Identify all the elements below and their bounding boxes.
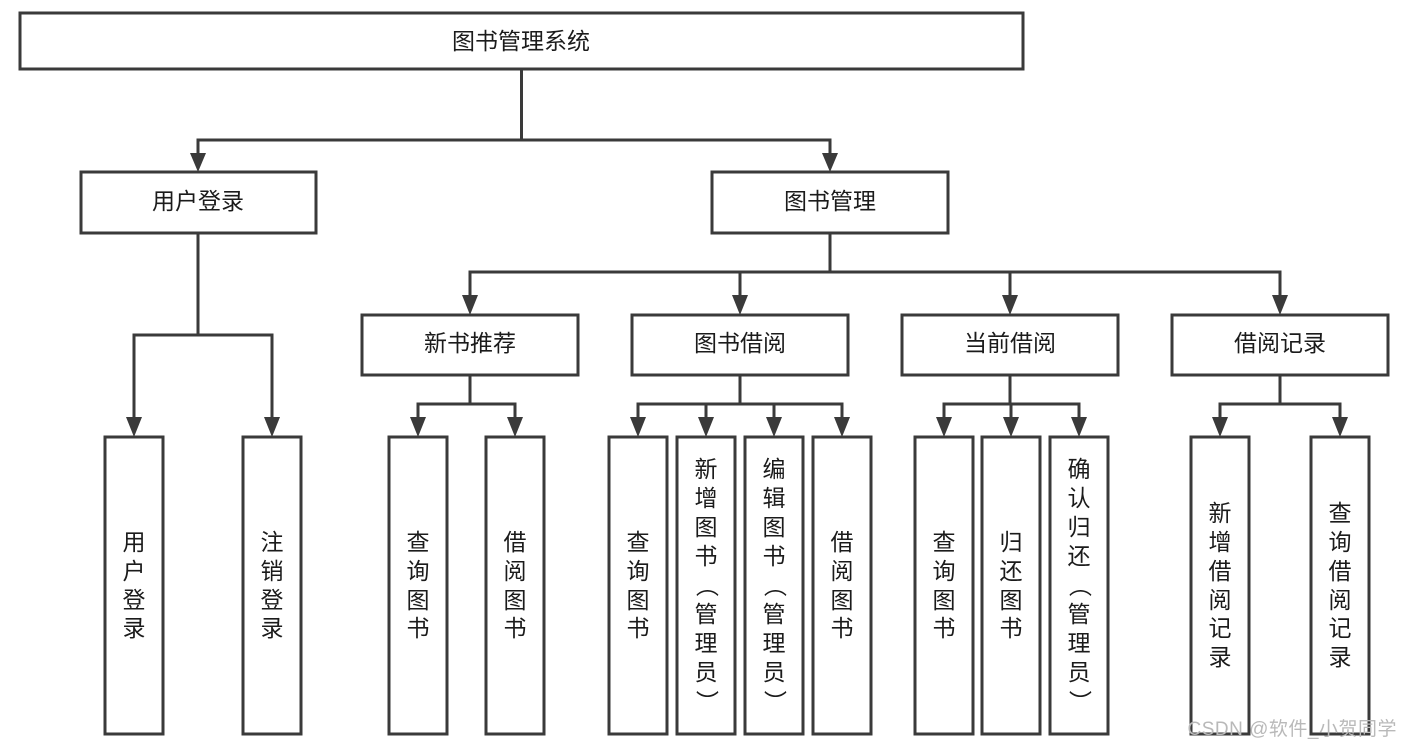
arrowhead-leaf-borrow-book-1 <box>507 417 523 437</box>
arrowhead-book-manage <box>822 153 838 172</box>
node-book-manage-box[interactable] <box>710 170 950 235</box>
node-book-borrow[interactable]: 图书借阅 <box>630 313 850 377</box>
node-current-borrow[interactable]: 当前借阅 <box>900 313 1120 377</box>
node-borrow-record-box[interactable] <box>1170 313 1390 377</box>
arrowhead-user-login <box>190 153 206 172</box>
leaf-layer <box>103 435 1371 736</box>
node-new-book-rec-box[interactable] <box>360 313 580 377</box>
node-leaf-query-book-1-box[interactable] <box>387 435 449 736</box>
arrowhead-leaf-add-record <box>1212 417 1228 437</box>
connector-layer <box>126 67 1348 437</box>
node-book-borrow-label: 图书借阅 <box>694 330 786 356</box>
node-leaf-edit-book-box[interactable] <box>743 435 805 736</box>
arrowhead-new-book-rec <box>462 295 478 315</box>
arrowhead-leaf-query-book-3 <box>936 417 952 437</box>
node-leaf-query-record-box[interactable] <box>1309 435 1371 736</box>
node-root[interactable]: 图书管理系统 <box>18 11 1025 71</box>
node-new-book-rec[interactable]: 新书推荐 <box>360 313 580 377</box>
arrowhead-leaf-return-book <box>1003 417 1019 437</box>
node-user-login-label: 用户登录 <box>152 188 244 214</box>
arrowhead-leaf-borrow-book-2 <box>834 417 850 437</box>
node-user-login[interactable]: 用户登录 <box>79 170 318 235</box>
node-leaf-add-record-box[interactable] <box>1189 435 1251 736</box>
node-book-borrow-box[interactable] <box>630 313 850 377</box>
arrowhead-leaf-query-book-2 <box>630 417 646 437</box>
node-user-login-box[interactable] <box>79 170 318 235</box>
node-leaf-user-login-box[interactable] <box>103 435 165 736</box>
arrowhead-leaf-user-login <box>126 417 142 437</box>
arrowhead-leaf-confirm-return <box>1071 417 1087 437</box>
node-borrow-record-label: 借阅记录 <box>1234 330 1326 356</box>
node-leaf-query-book-2-box[interactable] <box>607 435 669 736</box>
node-leaf-add-book-box[interactable] <box>675 435 737 736</box>
node-root-label: 图书管理系统 <box>452 28 590 54</box>
node-leaf-return-book-box[interactable] <box>980 435 1042 736</box>
node-leaf-borrow-book-2-box[interactable] <box>811 435 873 736</box>
arrowhead-leaf-edit-book <box>766 417 782 437</box>
node-leaf-borrow-book-1-box[interactable] <box>484 435 546 736</box>
arrowhead-leaf-user-logout <box>264 417 280 437</box>
node-book-manage[interactable]: 图书管理 <box>710 170 950 235</box>
node-leaf-query-book-3-box[interactable] <box>913 435 975 736</box>
arrowhead-leaf-query-record <box>1332 417 1348 437</box>
arrowhead-leaf-add-book <box>698 417 714 437</box>
node-root-box[interactable] <box>18 11 1025 71</box>
node-new-book-rec-label: 新书推荐 <box>424 330 516 356</box>
node-current-borrow-label: 当前借阅 <box>964 330 1056 356</box>
node-current-borrow-box[interactable] <box>900 313 1120 377</box>
node-leaf-confirm-return-box[interactable] <box>1048 435 1110 736</box>
arrowhead-book-borrow <box>732 295 748 315</box>
arrowhead-current-borrow <box>1002 295 1018 315</box>
node-leaf-user-logout-box[interactable] <box>241 435 303 736</box>
arrowhead-leaf-query-book-1 <box>410 417 426 437</box>
node-book-manage-label: 图书管理 <box>784 188 876 214</box>
arrowhead-borrow-record <box>1272 295 1288 315</box>
node-borrow-record[interactable]: 借阅记录 <box>1170 313 1390 377</box>
